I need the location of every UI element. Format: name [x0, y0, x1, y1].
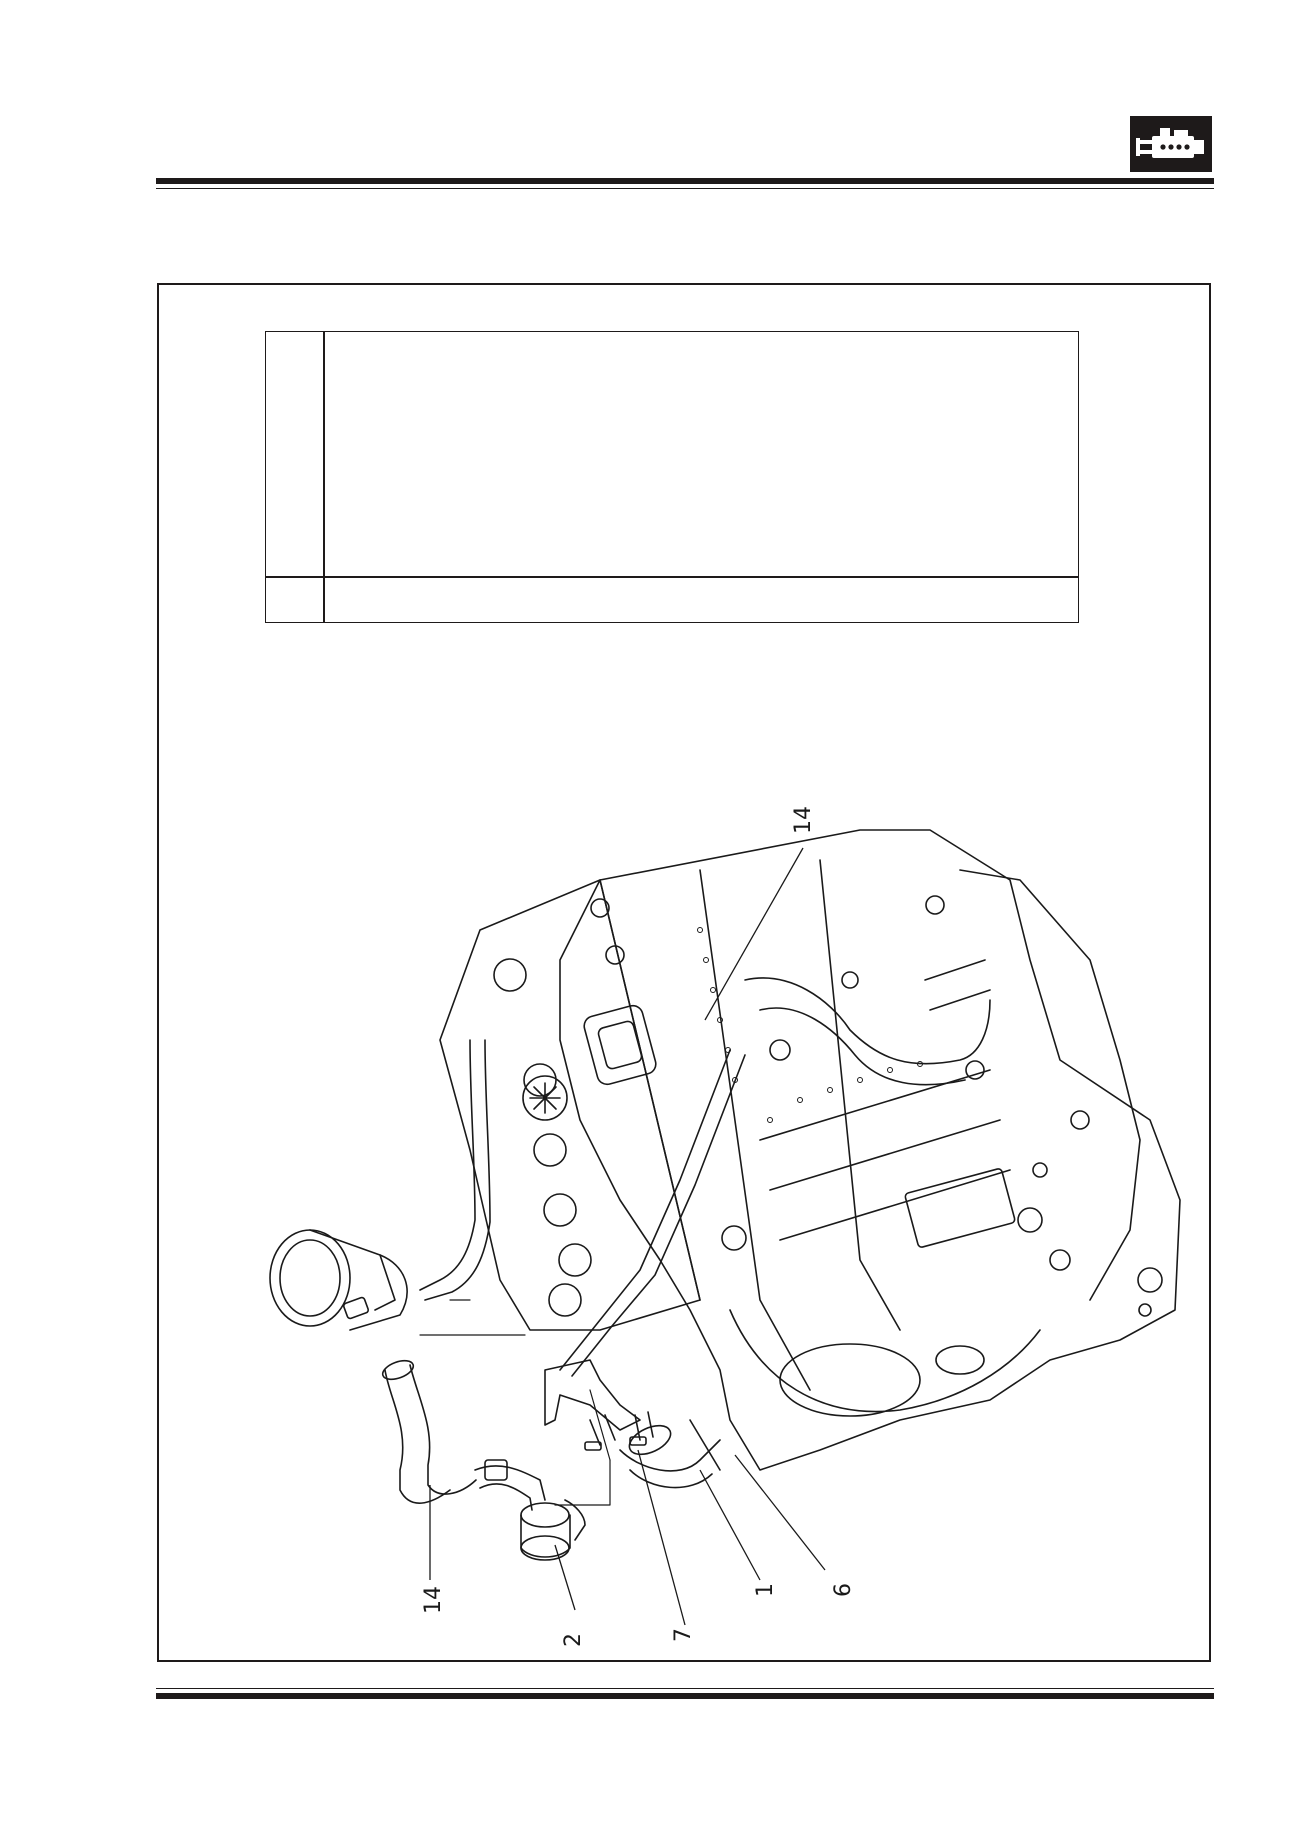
callout-label: 1	[753, 1583, 778, 1597]
oil-filter	[269, 1229, 351, 1327]
bellhousing	[729, 1309, 1041, 1413]
bracket	[544, 1359, 641, 1431]
engine-block-outline	[559, 829, 1181, 1471]
block-face-line	[819, 859, 901, 1331]
leader-line	[637, 1449, 686, 1626]
content-frame	[157, 283, 1211, 1662]
leader-line	[704, 847, 804, 1021]
header-rule-thin	[156, 188, 1214, 189]
callout-label: 2	[561, 1633, 586, 1647]
leader-line	[554, 1544, 576, 1611]
intake-pipe	[744, 977, 991, 1065]
header-rule-thick	[156, 178, 1214, 184]
bolt	[634, 1411, 654, 1441]
footer-rule-thin	[156, 1688, 1214, 1689]
table-divider-vertical	[323, 332, 325, 622]
return-elbow	[520, 1502, 570, 1528]
engine-icon	[1130, 116, 1212, 172]
table-divider-horizontal	[266, 576, 1078, 578]
bellhousing-hole	[935, 1345, 985, 1375]
adapter-pipe	[619, 1439, 721, 1472]
leader-line	[734, 1454, 826, 1571]
oil-hose	[384, 1369, 451, 1504]
return-pipe	[474, 1465, 546, 1501]
manifold-port-inner	[597, 1020, 643, 1070]
flywheel-opening	[779, 1343, 921, 1417]
crankcase-edge	[699, 869, 811, 1391]
dipstick-tube	[559, 1049, 731, 1371]
gasket	[628, 1424, 672, 1456]
timing-gear	[522, 1075, 568, 1121]
callout-label: 7	[671, 1628, 696, 1642]
info-table	[265, 331, 1079, 623]
manifold-port	[583, 1004, 657, 1086]
footer-rule-thick	[156, 1693, 1214, 1699]
coolant-pipe	[419, 1039, 476, 1291]
bolt	[589, 1414, 616, 1446]
callout-label: 6	[831, 1583, 856, 1597]
callout-label: 14	[791, 806, 816, 834]
callout-label: 14	[421, 1586, 446, 1614]
oil-pan	[959, 869, 1141, 1301]
leader-line	[699, 1469, 761, 1581]
head-gasket-line	[599, 879, 701, 1301]
